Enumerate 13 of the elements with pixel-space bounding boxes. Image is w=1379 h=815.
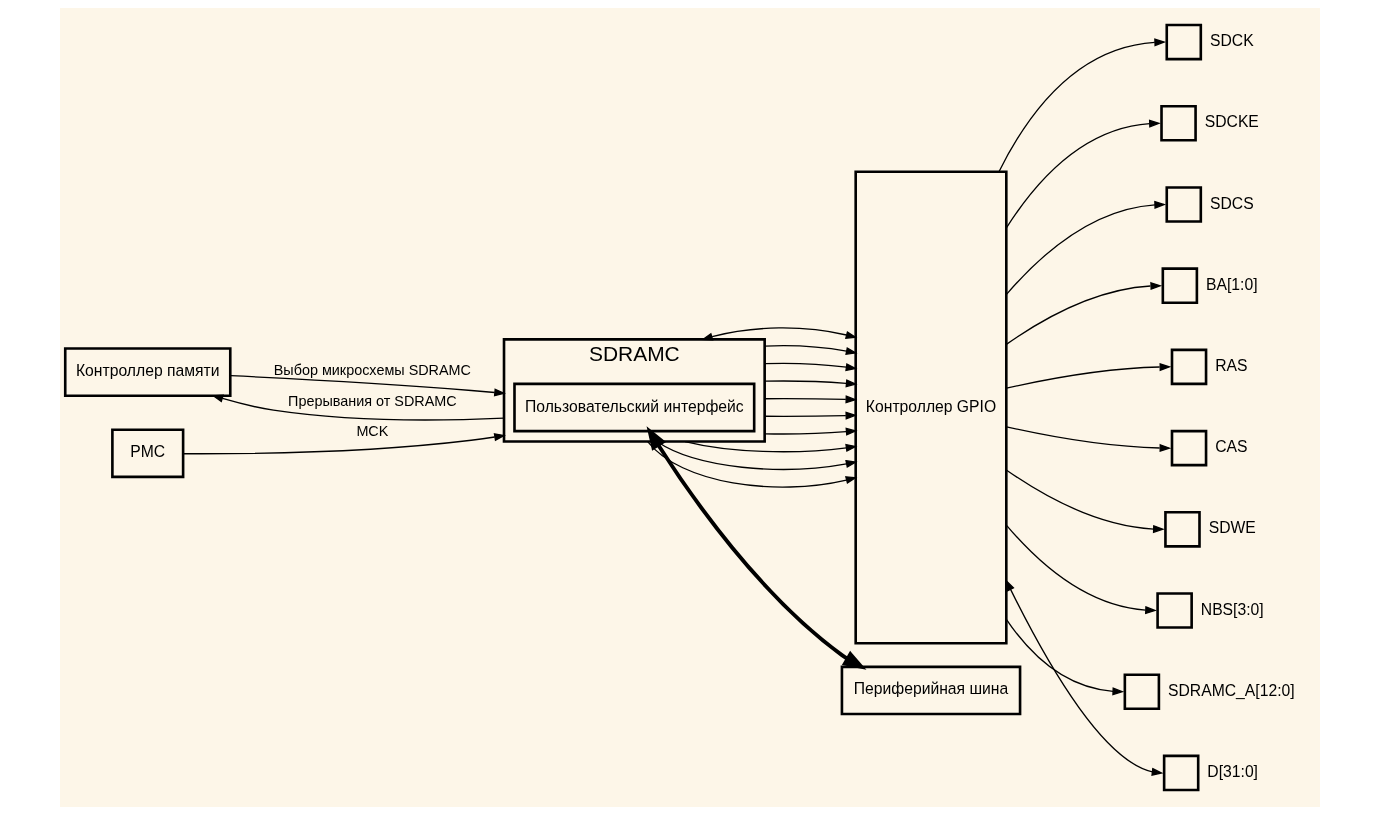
node-label: CAS: [1214, 438, 1248, 456]
node-label: SDCK: [1209, 32, 1254, 50]
edge-label: MCK: [355, 423, 388, 440]
node-label: D[31:0]: [1206, 762, 1258, 780]
node-label: SDWE: [1208, 519, 1256, 537]
edge-label: Прерывания от SDRAMC: [287, 392, 457, 409]
node-label: SDCS: [1209, 194, 1254, 212]
node-label: SDRAMC_A[12:0]: [1167, 681, 1295, 699]
node-label: NBS[3:0]: [1200, 600, 1264, 618]
node-label: BA[1:0]: [1205, 275, 1258, 293]
node-label: RAS: [1214, 356, 1248, 374]
node-label: SDCKE: [1204, 113, 1259, 131]
edge-label: Выбор микросхемы SDRAMC: [273, 361, 471, 378]
